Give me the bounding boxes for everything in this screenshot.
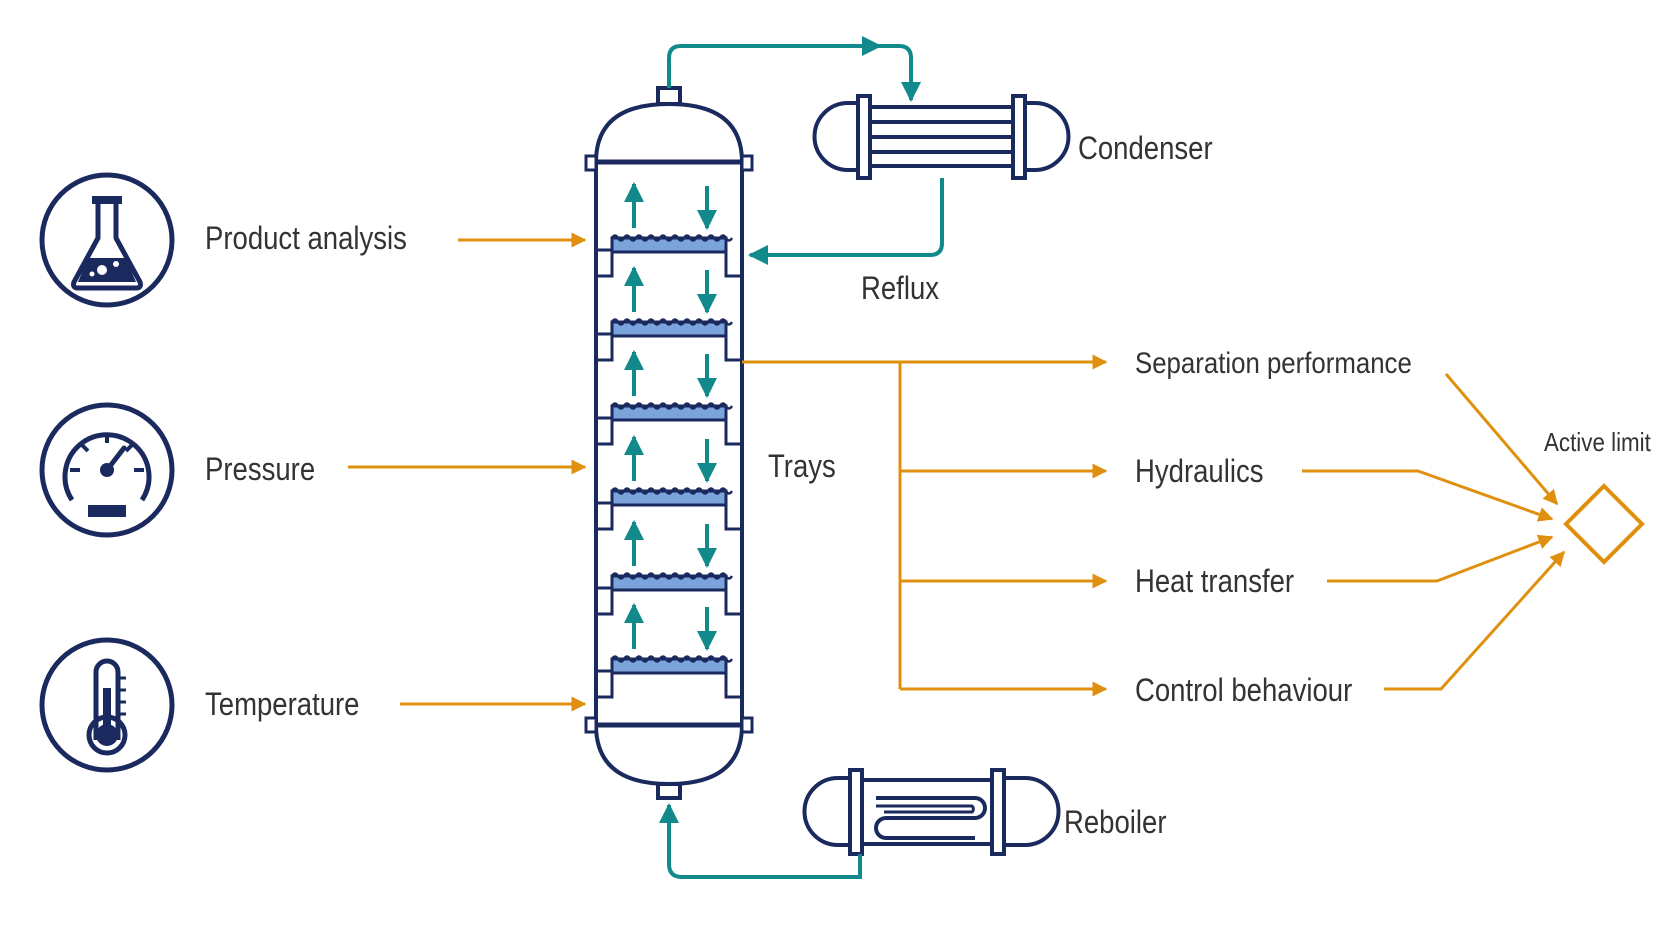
- output-control-behaviour: Control behaviour: [1135, 672, 1353, 708]
- tray: [596, 234, 742, 278]
- overhead-vapor-line: [667, 44, 921, 102]
- distillation-column: [584, 86, 754, 800]
- tray: [596, 487, 742, 531]
- active-limit-label: Active limit: [1544, 427, 1651, 457]
- active-limit-connectors: [1302, 373, 1566, 691]
- flask-icon: [39, 172, 175, 308]
- pressure-gauge-icon: [39, 402, 175, 538]
- trays-label: Trays: [768, 448, 836, 484]
- tray: [596, 572, 742, 616]
- product-analysis-label: Product analysis: [205, 220, 407, 256]
- reflux-line: [748, 178, 944, 265]
- tray: [596, 402, 742, 446]
- reboiler-return-line: [659, 803, 862, 879]
- condenser-exchanger: [812, 94, 1071, 180]
- output-separation-performance: Separation performance: [1135, 347, 1412, 380]
- thermometer-icon: [39, 637, 175, 773]
- reboiler-exchanger: [802, 768, 1061, 856]
- tray: [596, 318, 742, 362]
- tray: [596, 655, 742, 699]
- pressure-label: Pressure: [205, 451, 316, 487]
- output-hydraulics: Hydraulics: [1135, 453, 1264, 489]
- output-heat-transfer: Heat transfer: [1135, 563, 1295, 599]
- output-branches: [742, 354, 1108, 697]
- temperature-label: Temperature: [205, 686, 360, 722]
- reflux-label: Reflux: [861, 270, 940, 306]
- reboiler-label: Reboiler: [1064, 804, 1167, 840]
- condenser-label: Condenser: [1078, 130, 1213, 166]
- active-limit-diamond: [1563, 483, 1645, 565]
